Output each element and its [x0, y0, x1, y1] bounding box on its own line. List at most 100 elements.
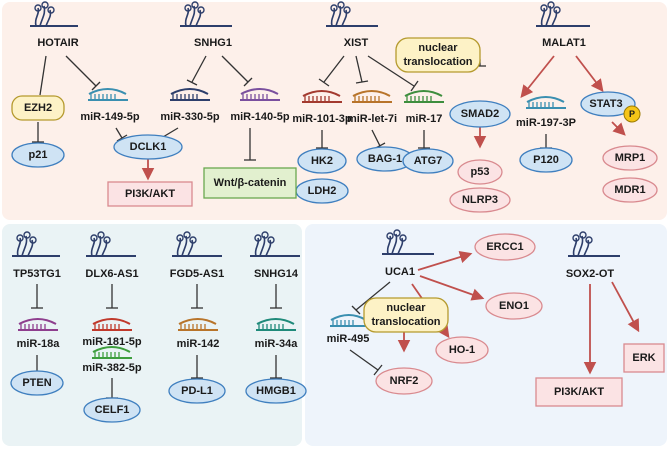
erk-label: ERK [632, 352, 655, 364]
pi3k-akt-top-node [107, 181, 193, 207]
ho1-label: HO-1 [449, 344, 475, 356]
eno1-label: ENO1 [499, 300, 529, 312]
malat1-lncrna-icon [536, 1, 590, 27]
mir-382-label: miR-382-5p [82, 362, 142, 374]
mdr1-label: MDR1 [614, 184, 645, 196]
smad2-label: SMAD2 [461, 108, 500, 120]
lncrna-malat1-label: MALAT1 [542, 37, 586, 49]
pi3k-akt-bottom-label: PI3K/AKT [554, 386, 604, 398]
nuclear-translocation-bottom-line1: nuclear [386, 302, 426, 314]
lncrna-dlx6-as1-label: DLX6-AS1 [85, 268, 138, 280]
mir-181-label: miR-181-5p [82, 336, 142, 348]
wnt-beta-catenin-label: Wnt/β-catenin [214, 177, 287, 189]
nuclear-translocation-top-line1: nuclear [418, 42, 458, 54]
smad2-node [449, 100, 511, 128]
mir-330-icon [170, 88, 210, 101]
ho1-node [435, 336, 489, 364]
tp53tg1-lncrna-icon [12, 231, 60, 257]
mir-let7i-label: miR-let-7i [347, 113, 397, 125]
mir-101-label: miR-101-3p [292, 113, 352, 125]
p53-label: p53 [471, 166, 490, 178]
ercc1-node [474, 233, 536, 261]
mir-17-icon [404, 90, 444, 103]
p53-node [457, 159, 503, 185]
mrp1-label: MRP1 [615, 152, 646, 164]
mir-140-icon [240, 88, 280, 101]
lncrna-snhg1-label: SNHG1 [194, 37, 232, 49]
ercc1-label: ERCC1 [486, 241, 523, 253]
mir-197-icon [526, 96, 566, 109]
eno1-node [485, 292, 543, 320]
mrp1-node [602, 145, 658, 171]
mir-149-icon [88, 88, 128, 101]
phosphorylation-badge [623, 105, 641, 123]
pi3k-akt-top-label: PI3K/AKT [125, 188, 175, 200]
sox2-ot-lncrna-icon [568, 231, 620, 257]
pi3k-akt-bottom-node [535, 377, 623, 407]
nlrp3-node [449, 187, 511, 213]
pten-label: PTEN [22, 377, 51, 389]
p120-node [519, 147, 573, 173]
top-panel [2, 2, 667, 220]
nuclear-translocation-bottom-node [363, 297, 449, 333]
snhg1-lncrna-icon [180, 1, 232, 27]
pdl1-label: PD-L1 [181, 385, 213, 397]
mir-17-label: miR-17 [406, 113, 443, 125]
lncrna-xist-label: XIST [344, 37, 369, 49]
nrf2-node [375, 367, 433, 395]
atg7-label: ATG7 [414, 155, 443, 167]
erk-node [623, 343, 665, 373]
p21-label: p21 [29, 149, 48, 161]
mir-330-label: miR-330-5p [160, 111, 220, 123]
mdr1-node [602, 177, 658, 203]
nrf2-label: NRF2 [390, 375, 419, 387]
hmgb1-label: HMGB1 [256, 385, 296, 397]
lncrna-hotair-label: HOTAIR [37, 37, 78, 49]
mir-181-icon [92, 318, 132, 331]
hk2-label: HK2 [311, 155, 333, 167]
lncrna-uca1-label: UCA1 [385, 266, 415, 278]
phosphorylation-badge-label: P [629, 109, 635, 119]
celf1-node [83, 397, 141, 423]
ezh2-label: EZH2 [24, 102, 52, 114]
celf1-label: CELF1 [95, 404, 130, 416]
bottom-left-panel [2, 224, 302, 446]
bag1-label: BAG-1 [368, 153, 402, 165]
mir-let7i-icon [352, 90, 392, 103]
mir-382-icon [92, 346, 132, 359]
wnt-beta-catenin-node [203, 167, 297, 199]
pdl1-node [168, 378, 226, 404]
hmgb1-node [245, 378, 307, 404]
nuclear-translocation-top-node [395, 37, 481, 73]
dclk1-label: DCLK1 [130, 141, 167, 153]
snhg14-lncrna-icon [250, 231, 300, 257]
ezh2-node [11, 95, 65, 121]
lncrna-sox2-ot-label: SOX2-OT [566, 268, 615, 280]
mir-495-icon [330, 314, 368, 327]
nuclear-translocation-top-line2: translocation [403, 56, 472, 68]
mir-495-label: miR-495 [327, 333, 370, 345]
fgd5-as1-lncrna-icon [172, 231, 222, 257]
mir-34a-icon [256, 318, 296, 331]
xist-lncrna-icon [326, 1, 378, 27]
lncrna-snhg14-label: SNHG14 [254, 268, 299, 280]
stat3-label: STAT3 [589, 98, 622, 110]
mir-34a-label: miR-34a [255, 338, 299, 350]
stat3-node [580, 91, 636, 117]
hk2-node [297, 148, 347, 174]
hotair-lncrna-icon [30, 1, 78, 27]
uca1-lncrna-icon [382, 229, 434, 255]
mir-140-label: miR-140-5p [230, 111, 290, 123]
mir-101-icon [302, 90, 342, 103]
atg7-node [402, 148, 454, 174]
nuclear-translocation-bottom-line2: translocation [371, 316, 440, 328]
nlrp3-label: NLRP3 [462, 194, 498, 206]
ldh2-label: LDH2 [308, 185, 337, 197]
mir-149-label: miR-149-5p [80, 111, 140, 123]
lncrna-fgd5-as1-label: FGD5-AS1 [170, 268, 224, 280]
p120-label: P120 [533, 154, 559, 166]
pten-node [10, 370, 64, 396]
mir-197-label: miR-197-3P [516, 117, 576, 129]
